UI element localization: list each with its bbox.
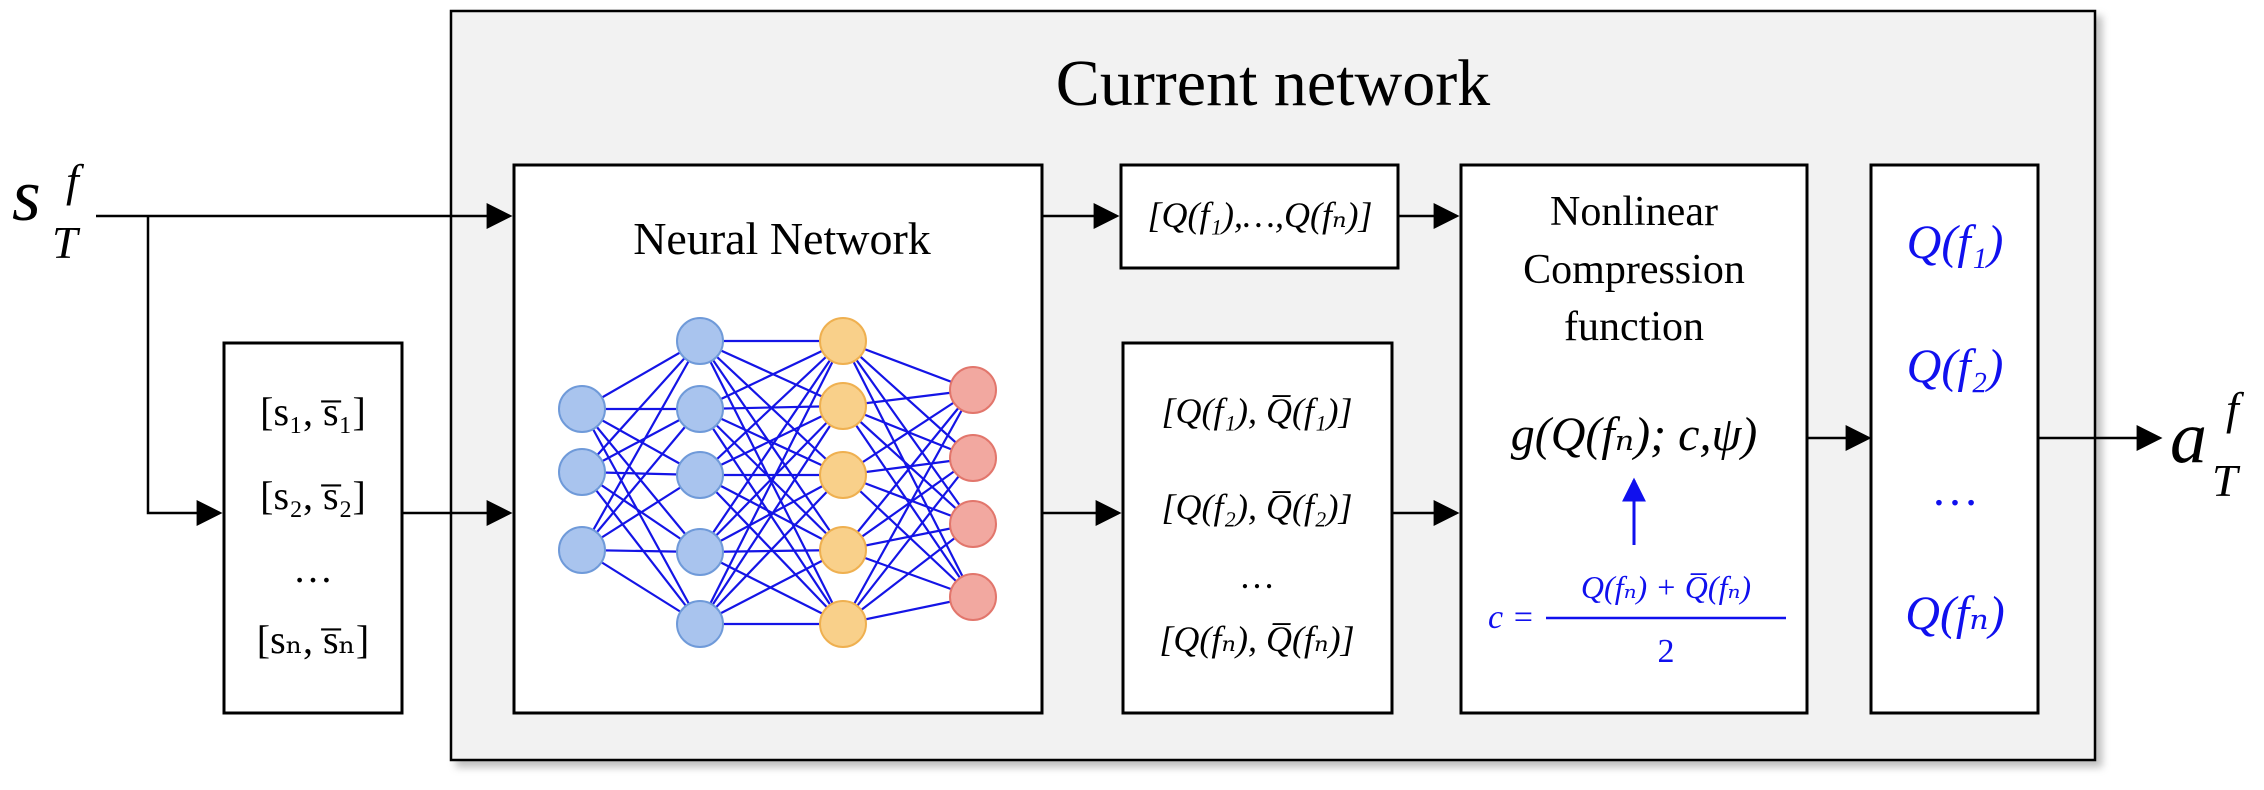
nn-node — [949, 434, 997, 482]
svg-text:T: T — [2212, 455, 2241, 506]
svg-text:[Q(fₙ), Q̅(fₙ)]: [Q(fₙ), Q̅(fₙ)] — [1159, 619, 1354, 659]
nn-edge — [842, 389, 974, 551]
neural-network-label: Neural Network — [633, 213, 931, 264]
svg-text:Q(f₂): Q(f₂) — [1907, 340, 2004, 393]
nn-edge — [842, 457, 974, 551]
nn-node — [558, 526, 606, 574]
nn-node — [819, 317, 867, 365]
nn-node — [676, 317, 724, 365]
nn-edge — [699, 474, 844, 625]
svg-text:s: s — [12, 155, 41, 237]
nn-node — [676, 451, 724, 499]
svg-text:Compression: Compression — [1523, 247, 1745, 293]
nn-edge — [842, 405, 974, 598]
svg-text:[s₁, s̅₁]: [s₁, s̅₁] — [260, 389, 366, 434]
nn-edge — [699, 340, 844, 410]
nn-edge — [842, 457, 974, 625]
nn-node — [949, 573, 997, 621]
nn-node — [949, 366, 997, 414]
nn-node — [676, 528, 724, 576]
frame-title: Current network — [1056, 47, 1490, 120]
nn-edge — [699, 408, 844, 476]
nn-node — [558, 448, 606, 496]
nn-node — [819, 451, 867, 499]
nn-edge — [581, 471, 701, 625]
nn-node — [676, 385, 724, 433]
compression-formula: g(Q(fₙ); c,ψ) — [1511, 408, 1758, 461]
q-bounds-text: [Q(f₁), Q̅(f₁)] [Q(f₂), Q̅(f₂)] … [Q(fₙ)… — [1159, 391, 1354, 659]
nn-edge — [699, 339, 844, 408]
nn-node — [819, 382, 867, 430]
nn-node — [949, 500, 997, 548]
nn-edge — [842, 389, 974, 625]
svg-text:…: … — [1931, 463, 1979, 516]
svg-text:Nonlinear: Nonlinear — [1550, 189, 1718, 235]
nn-edge — [842, 405, 974, 525]
nn-edge — [842, 523, 974, 625]
svg-text:f: f — [2226, 383, 2245, 434]
svg-text:Q(fₙ) + Q̅(fₙ): Q(fₙ) + Q̅(fₙ) — [1581, 569, 1751, 605]
q-output-box — [1869, 163, 2040, 715]
state-bounds-box — [222, 341, 404, 715]
svg-text:f: f — [66, 155, 85, 206]
svg-text:[Q(f₂), Q̅(f₂)]: [Q(f₂), Q̅(f₂)] — [1161, 487, 1352, 527]
nn-node — [558, 385, 606, 433]
compression-box — [1459, 163, 1809, 715]
nn-edge — [699, 549, 844, 625]
nn-edge — [699, 405, 844, 625]
svg-text:Q(fₙ): Q(fₙ) — [1905, 587, 2004, 640]
state-bounds-text: [s₁, s̅₁] [s₂, s̅₂] … [sₙ, s̅ₙ] — [257, 389, 369, 662]
svg-text:a: a — [2170, 397, 2207, 479]
input-to-bounds-arrow — [146, 216, 223, 526]
nn-edge — [581, 408, 701, 551]
nn-edge — [581, 340, 701, 551]
nn-edge — [699, 340, 844, 476]
compression-title: Nonlinear Compression function — [1523, 189, 1745, 350]
q-vector-label: [Q(f₁),…,Q(fₙ)] — [1147, 195, 1372, 235]
svg-text:Q(f₁): Q(f₁) — [1907, 216, 2004, 269]
svg-text:c =: c = — [1488, 599, 1535, 636]
nn-edge — [699, 340, 844, 553]
svg-text:T: T — [52, 217, 81, 268]
q-bounds-box — [1121, 341, 1394, 715]
svg-text:[s₂, s̅₂]: [s₂, s̅₂] — [260, 473, 366, 518]
nn-edge — [699, 340, 844, 625]
nn-node — [676, 600, 724, 648]
nn-edge — [699, 405, 844, 476]
nn-edge — [842, 340, 974, 459]
nn-edge — [581, 340, 701, 473]
connectors — [96, 203, 2163, 526]
output-action-label: a f T — [2170, 383, 2245, 506]
svg-text:function: function — [1564, 304, 1704, 350]
svg-text:[sₙ, s̅ₙ]: [sₙ, s̅ₙ] — [257, 617, 369, 662]
nn-edge — [842, 389, 974, 476]
nn-edge — [581, 408, 701, 625]
svg-text:2: 2 — [1658, 633, 1675, 670]
c-definition: c = Q(fₙ) + Q̅(fₙ) 2 — [1488, 569, 1786, 670]
neural-network-box — [512, 163, 1044, 715]
q-vector-box — [1119, 163, 1400, 270]
input-state-label: s f T — [12, 155, 85, 268]
svg-text:[Q(f₁), Q̅(f₁)]: [Q(f₁), Q̅(f₁)] — [1161, 391, 1352, 431]
q-output-list: Q(f₁) Q(f₂) … Q(fₙ) — [1905, 216, 2004, 640]
nn-nodes — [558, 317, 997, 648]
nn-edge — [699, 405, 844, 553]
svg-text:…: … — [1239, 556, 1275, 596]
nn-node — [819, 526, 867, 574]
svg-text:…: … — [293, 546, 333, 591]
nn-node — [819, 600, 867, 648]
